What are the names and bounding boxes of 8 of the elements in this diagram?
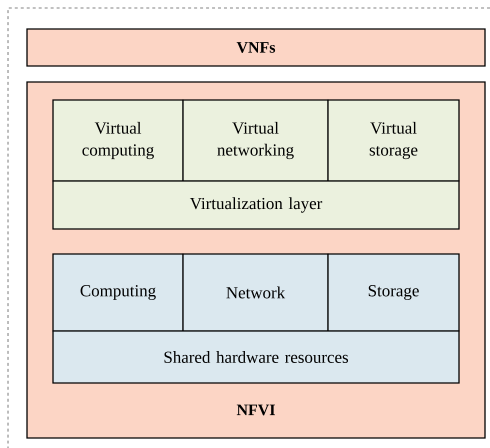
resource-box: Network: [182, 253, 329, 332]
function-box: Virtual storage: [327, 99, 460, 182]
layer-box: Virtualization layer: [52, 180, 460, 230]
layer-box: VNFs: [26, 28, 486, 67]
resource-box: Computing: [52, 253, 184, 332]
function-box: Virtual computing: [52, 99, 184, 182]
function-box: Virtual networking: [182, 99, 329, 182]
resource-box: Storage: [327, 253, 460, 332]
